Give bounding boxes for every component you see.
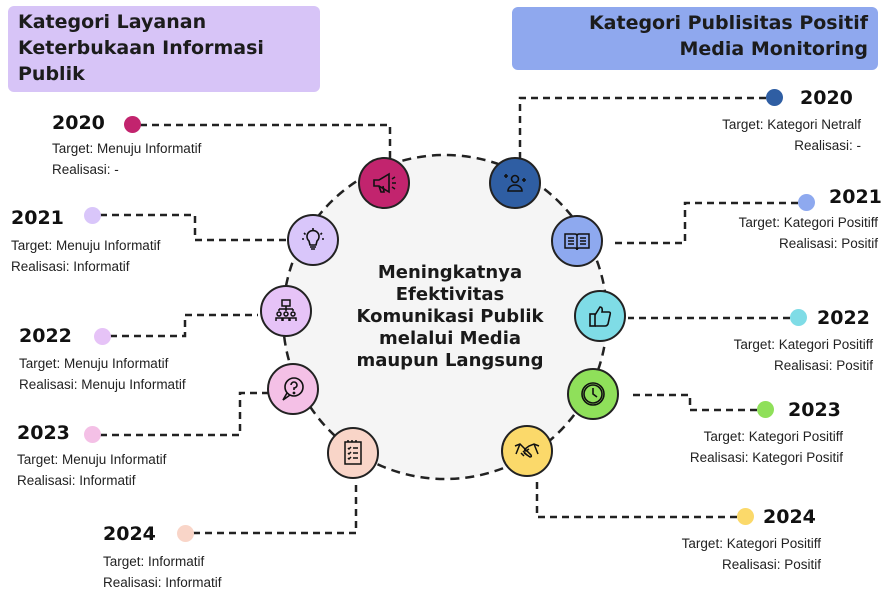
- year-left-2024: 2024: [103, 523, 156, 545]
- year-right-2022: 2022: [817, 307, 870, 329]
- lightbulb-icon: [287, 214, 339, 266]
- target-text: Target: Kategori Netralf: [722, 117, 861, 132]
- target-text: Target: Kategori Positiff: [738, 215, 878, 230]
- connector-right-2021: [612, 201, 798, 245]
- center-line: Komunikasi Publik: [356, 306, 544, 327]
- info-left-2021: Target: Menuju Informatif Realisasi: Inf…: [11, 235, 160, 277]
- year-left-2022: 2022: [19, 325, 72, 347]
- marker-dot-right-2024: [737, 508, 754, 525]
- connector-left-2022: [110, 313, 258, 338]
- center-line: maupun Langsung: [356, 350, 544, 371]
- connector-left-2024: [193, 480, 358, 535]
- target-text: Target: Kategori Positiff: [681, 536, 821, 551]
- connector-right-2023: [630, 393, 757, 412]
- people-network-icon: [260, 285, 312, 337]
- clock-icon: [567, 368, 619, 420]
- info-left-2022: Target: Menuju Informatif Realisasi: Men…: [19, 353, 186, 395]
- connector-right-2024: [535, 480, 737, 519]
- info-right-2024: Target: Kategori Positiff Realisasi: Pos…: [682, 533, 821, 575]
- marker-dot-right-2020: [766, 89, 783, 106]
- header-right-title: Kategori Publisitas Positif Media Monito…: [512, 7, 878, 70]
- question-bubble-icon: [267, 363, 319, 415]
- info-right-2023: Target: Kategori Positiff Realisasi: Kat…: [690, 426, 843, 468]
- center-line: Efektivitas: [395, 284, 505, 305]
- megaphone-icon: [358, 157, 410, 209]
- target-text: Target: Kategori Positiff: [733, 337, 873, 352]
- marker-dot-left-2023: [84, 426, 101, 443]
- realisasi-text: Realisasi: Kategori Positif: [689, 450, 843, 465]
- marker-dot-left-2022: [94, 328, 111, 345]
- realisasi-text: Realisasi: -: [52, 162, 119, 177]
- info-left-2024: Target: Informatif Realisasi: Informatif: [103, 551, 222, 593]
- year-right-2020: 2020: [800, 87, 853, 109]
- info-right-2021: Target: Kategori Positiff Realisasi: Pos…: [739, 212, 878, 254]
- marker-dot-right-2021: [798, 194, 815, 211]
- info-left-2020: Target: Menuju Informatif Realisasi: -: [52, 138, 201, 180]
- center-line: melalui Media: [378, 328, 522, 349]
- realisasi-text: Realisasi: Informatif: [103, 575, 222, 590]
- center-line: Meningkatnya: [377, 262, 523, 283]
- year-left-2023: 2023: [17, 422, 70, 444]
- connector-right-2020: [518, 96, 766, 158]
- thumbs-up-icon: [574, 290, 626, 342]
- marker-dot-left-2021: [84, 207, 101, 224]
- info-right-2022: Target: Kategori Positiff Realisasi: Pos…: [734, 334, 873, 376]
- target-text: Target: Kategori Positiff: [703, 429, 843, 444]
- info-right-2020: Target: Kategori Netralf Realisasi: -: [722, 114, 861, 156]
- realisasi-text: Realisasi: -: [794, 138, 861, 153]
- realisasi-text: Realisasi: Positif: [721, 557, 821, 572]
- year-left-2020: 2020: [52, 112, 105, 134]
- connector-left-2023: [100, 391, 268, 437]
- realisasi-text: Realisasi: Positif: [773, 358, 873, 373]
- target-text: Target: Menuju Informatif: [52, 141, 202, 156]
- target-text: Target: Menuju Informatif: [11, 238, 161, 253]
- realisasi-text: Realisasi: Positif: [778, 236, 878, 251]
- realisasi-text: Realisasi: Menuju Informatif: [19, 377, 186, 392]
- open-book-icon: [551, 215, 603, 267]
- marker-dot-left-2020: [124, 116, 141, 133]
- header-left-title: Kategori Layanan Keterbukaan Informasi P…: [8, 6, 320, 92]
- year-right-2023: 2023: [788, 399, 841, 421]
- target-text: Target: Menuju Informatif: [17, 452, 167, 467]
- year-left-2021: 2021: [11, 207, 64, 229]
- realisasi-text: Realisasi: Informatif: [17, 473, 136, 488]
- marker-dot-left-2024: [177, 525, 194, 542]
- year-right-2021: 2021: [829, 186, 881, 208]
- year-right-2024: 2024: [763, 506, 816, 528]
- realisasi-text: Realisasi: Informatif: [11, 259, 130, 274]
- marker-dot-right-2023: [757, 401, 774, 418]
- marker-dot-right-2022: [790, 309, 807, 326]
- target-text: Target: Menuju Informatif: [19, 356, 169, 371]
- handshake-icon: [501, 425, 553, 477]
- info-left-2023: Target: Menuju Informatif Realisasi: Inf…: [17, 449, 166, 491]
- target-text: Target: Informatif: [103, 554, 205, 569]
- checklist-icon: [327, 427, 379, 479]
- person-sparkle-icon: [489, 157, 541, 209]
- center-statement: Meningkatnya Efektivitas Komunikasi Publ…: [330, 262, 570, 372]
